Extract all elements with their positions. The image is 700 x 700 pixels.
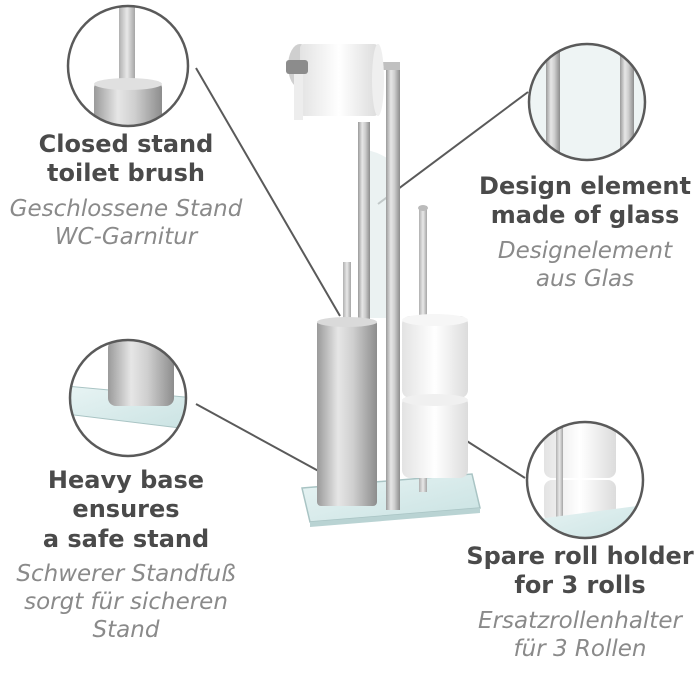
feature-glass-subtitle-line1: Designelement: [497, 237, 673, 264]
feature-brush-title-line1: Closed stand: [38, 130, 214, 158]
feature-base-subtitle-line2: sorgt für sicheren: [24, 588, 228, 615]
connector-line-base: [195, 403, 325, 475]
detail-circle-base: [68, 338, 188, 458]
feature-glass-title-line2: made of glass: [490, 201, 680, 230]
spare-roll-1: [402, 316, 468, 398]
detail-circle-brush: [66, 4, 190, 128]
paper-roll-top: [300, 44, 378, 116]
feature-spare-subtitle-line1: Ersatzrollenhalter: [478, 607, 682, 634]
connector-line-brush: [195, 67, 341, 317]
feature-spare-title-line2: for 3 rolls: [514, 571, 646, 600]
feature-spare-subtitle-line2: für 3 Rollen: [513, 635, 647, 662]
feature-label-glass: Design element made of glass Designeleme…: [474, 172, 696, 293]
feature-label-spare: Spare roll holder for 3 rolls Ersatzroll…: [460, 542, 700, 663]
feature-brush-subtitle-line1: Geschlossene Stand: [9, 195, 243, 222]
feature-glass-title-line1: Design element: [479, 172, 691, 200]
feature-base-title-line1: Heavy base ensures: [47, 466, 205, 524]
detail-circle-glass: [527, 42, 647, 162]
feature-glass-subtitle-line2: aus Glas: [535, 265, 635, 292]
feature-base-title-line2: a safe stand: [42, 524, 210, 553]
toilet-stand: [286, 44, 481, 527]
spare-roll-2: [402, 396, 468, 478]
brush-handle: [343, 262, 351, 328]
feature-spare-title-line1: Spare roll holder: [466, 542, 694, 570]
frame-post: [386, 62, 400, 510]
feature-label-brush: Closed stand toilet brush Geschlossene S…: [0, 130, 252, 251]
feature-base-subtitle-line3: Stand: [92, 616, 160, 643]
feature-base-subtitle-line1: Schwerer Standfuß: [16, 560, 236, 587]
detail-circle-spare: [525, 420, 645, 540]
feature-brush-subtitle-line2: WC-Garnitur: [54, 223, 198, 250]
feature-brush-title-line2: toilet brush: [47, 159, 205, 188]
feature-label-base: Heavy base ensures a safe stand Schwerer…: [0, 466, 252, 644]
connector-line-glass: [377, 91, 529, 205]
brush-canister: [317, 320, 377, 506]
